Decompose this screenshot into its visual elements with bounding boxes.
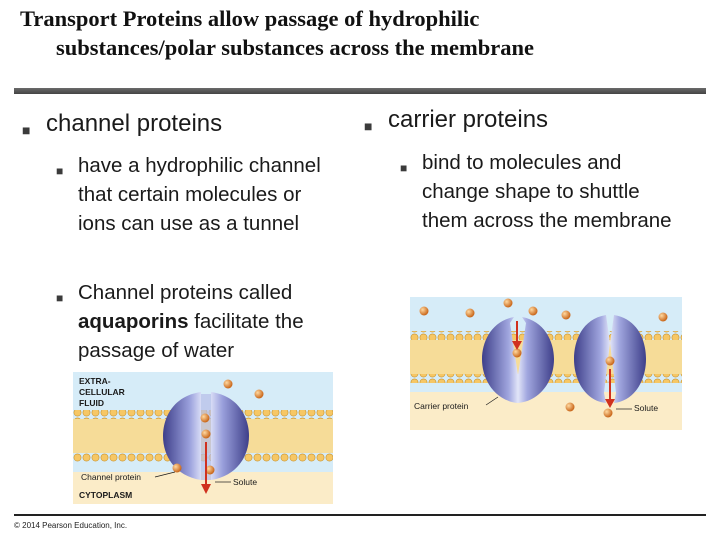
solute-particle — [561, 310, 571, 320]
label-channel-protein: Channel protein — [81, 472, 141, 482]
label-extracellular-1: EXTRA- — [79, 376, 111, 386]
bullet-text: carrier proteins — [388, 106, 549, 133]
arrow-head — [605, 399, 615, 408]
arrow-head — [201, 484, 211, 494]
bullet-text: Channel proteins called aquaporins facil… — [56, 278, 356, 365]
solute-particle — [200, 413, 210, 423]
copyright-text: © 2014 Pearson Education, Inc. — [14, 521, 128, 530]
bullet-icon: ■ — [56, 291, 64, 305]
bullet-carrier-description: ■ bind to molecules and change shape to … — [400, 148, 690, 235]
bullet-text: channel proteins — [46, 110, 223, 137]
solute-particle — [223, 379, 233, 389]
solute-particle — [503, 298, 513, 308]
title-line-2: substances/polar substances across the m… — [56, 35, 534, 60]
carrier-protein-1-left — [482, 317, 518, 403]
label-cytoplasm: CYTOPLASM — [79, 490, 132, 500]
carrier-protein-figure: Carrier protein Solute — [410, 297, 682, 430]
label-leader — [485, 396, 499, 406]
bullet-icon: ■ — [400, 161, 408, 175]
bullet-channel-proteins: ■ channel proteins — [22, 110, 342, 138]
label-carrier-protein: Carrier protein — [414, 401, 469, 411]
label-solute: Solute — [634, 403, 658, 413]
arrow-head — [512, 341, 522, 350]
bullet-text: have a hydrophilic channel that certain … — [78, 154, 321, 235]
bullet-channel-description: ■ have a hydrophilic channel that certai… — [56, 151, 326, 238]
solute-particle — [528, 306, 538, 316]
solute-particle — [254, 389, 264, 399]
bullet-icon: ■ — [364, 118, 373, 134]
label-extracellular-2: CELLULAR — [79, 387, 125, 397]
solute-particle — [512, 348, 522, 358]
carrier-protein-1-right — [518, 317, 554, 403]
bullet-carrier-proteins: ■ carrier proteins — [364, 106, 704, 134]
title-divider — [14, 88, 706, 94]
footer-divider — [14, 514, 706, 516]
bullet-text: bind to molecules and change shape to sh… — [422, 151, 672, 232]
solute-particle — [201, 429, 211, 439]
solute-particle — [565, 402, 575, 412]
channel-protein-left — [163, 392, 201, 480]
channel-protein-right — [211, 392, 249, 480]
solute-particle — [172, 463, 182, 473]
bullet-aquaporins: ■ Channel proteins called aquaporins fac… — [56, 278, 356, 365]
aquaporins-post: facilitate the passage of water — [78, 310, 304, 362]
cytoplasm-background — [410, 392, 682, 430]
solute-particle — [419, 306, 429, 316]
solute-particle — [658, 312, 668, 322]
bullet-icon: ■ — [56, 164, 64, 178]
solute-particle — [205, 465, 215, 475]
channel-protein-figure: EXTRA- CELLULAR FLUID Channel protein So… — [73, 372, 333, 504]
slide-title: Transport Proteins allow passage of hydr… — [20, 4, 710, 62]
solute-particle — [603, 408, 613, 418]
carrier-protein-2-left — [574, 315, 610, 403]
aquaporins-pre: Channel proteins called — [78, 281, 293, 304]
title-line-1: Transport Proteins allow passage of hydr… — [20, 6, 480, 31]
solute-particle — [605, 356, 615, 366]
carrier-protein-2-right — [610, 315, 646, 403]
solute-particle — [465, 308, 475, 318]
label-leader — [154, 471, 176, 478]
bullet-icon: ■ — [22, 122, 31, 138]
aquaporins-term: aquaporins — [78, 310, 189, 333]
label-solute: Solute — [233, 477, 257, 487]
label-extracellular-3: FLUID — [79, 398, 104, 408]
